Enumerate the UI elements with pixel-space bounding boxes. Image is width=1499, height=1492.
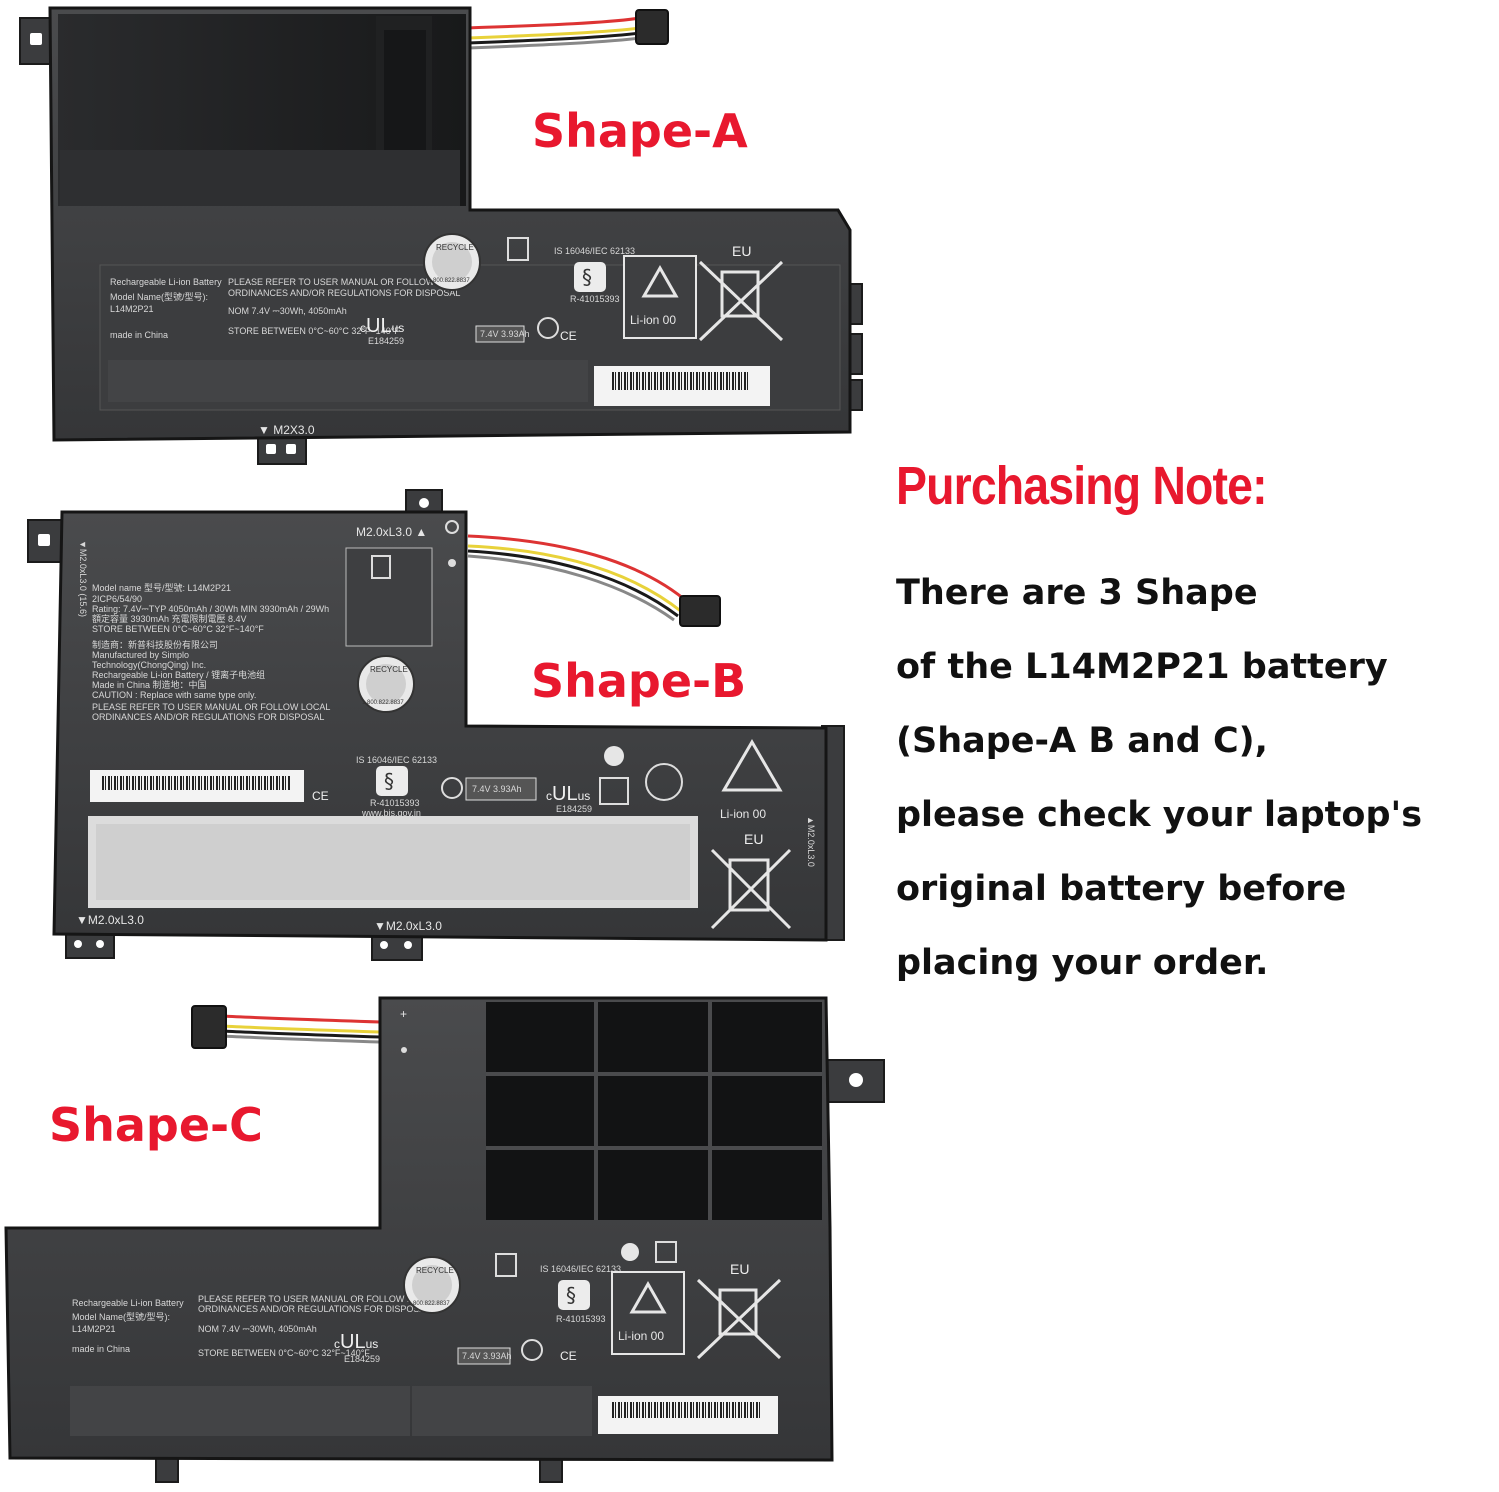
battery-b-refer-manual: PLEASE REFER TO USER MANUAL OR FOLLOW LO… bbox=[92, 702, 330, 712]
svg-text:1.800.822.8837: 1.800.822.8837 bbox=[408, 1301, 450, 1307]
battery-a-is-standard: IS 16046/IEC 62133 bbox=[554, 246, 635, 256]
battery-a-r-number: R-41015393 bbox=[570, 294, 620, 304]
svg-text:+: + bbox=[400, 1007, 407, 1021]
svg-text:RECYCLE: RECYCLE bbox=[370, 665, 408, 674]
battery-b-maker: Manufactured by Simplo bbox=[92, 650, 189, 660]
battery-shape-a: Rechargeable Li-ion Battery Model Name(型… bbox=[19, 6, 863, 465]
battery-b-voltage: 7.4V 3.93Ah bbox=[472, 784, 522, 794]
note-line: original battery before bbox=[896, 869, 1347, 909]
svg-text:Li-ion 00: Li-ion 00 bbox=[720, 807, 766, 821]
battery-c-ordinances: ORDINANCES AND/OR REGULATIONS FOR DISPOS… bbox=[198, 1304, 430, 1314]
svg-text:1.800.822.8837: 1.800.822.8837 bbox=[362, 700, 404, 706]
battery-b-caution: CAUTION : Replace with same type only. bbox=[92, 690, 256, 700]
battery-c-ul-number: E184259 bbox=[344, 1354, 380, 1364]
battery-c-is-standard: IS 16046/IEC 62133 bbox=[540, 1264, 621, 1274]
svg-text:EU: EU bbox=[730, 1261, 749, 1277]
battery-b-screw-right: ▲M2.0xL3.0 bbox=[806, 816, 816, 867]
battery-c-rechargeable: Rechargeable Li-ion Battery bbox=[72, 1298, 184, 1308]
battery-c-cell-grid bbox=[486, 1002, 822, 1220]
battery-c-ce-mark: CE bbox=[560, 1349, 577, 1363]
battery-b-bis-url: www.bis.gov.in bbox=[361, 808, 421, 818]
battery-a-recycle-seal: RECYCLE 1.800.822.8837 bbox=[423, 233, 481, 291]
battery-c-recycle-seal: RECYCLE 1.800.822.8837 bbox=[403, 1256, 461, 1314]
battery-b-rating: Rating: 7.4V⎓TYP 4050mAh / 30Wh MIN 3930… bbox=[92, 604, 329, 614]
battery-a-liion-mark: Li-ion 00 bbox=[623, 255, 697, 339]
note-line: (Shape-A B and C), bbox=[896, 721, 1268, 761]
svg-text:Li-ion 00: Li-ion 00 bbox=[630, 313, 676, 327]
battery-b-cable bbox=[467, 534, 721, 627]
battery-b-screw-left: ▼M2.0xL3.0 (15.6) bbox=[78, 540, 88, 617]
battery-b-screw-top: M2.0xL3.0 ▲ bbox=[356, 525, 427, 539]
battery-b-made: Made in China 制造地：中国 bbox=[92, 679, 207, 690]
battery-b-ul-mark: cULus bbox=[546, 783, 590, 805]
battery-a-cable bbox=[467, 9, 669, 50]
battery-a-ul-number: E184259 bbox=[368, 336, 404, 346]
battery-a-rechargeable: Rechargeable Li-ion Battery bbox=[110, 277, 222, 287]
battery-c-liion-mark: Li-ion 00 bbox=[611, 1271, 685, 1355]
battery-a-screw-label: ▼ M2X3.0 bbox=[258, 423, 315, 437]
battery-b-is-standard: IS 16046/IEC 62133 bbox=[356, 755, 437, 765]
svg-text:§: § bbox=[566, 1283, 576, 1307]
battery-c-voltage: 7.4V 3.93Ah bbox=[462, 1351, 512, 1361]
battery-a-ordinances: ORDINANCES AND/OR REGULATIONS FOR DISPOS… bbox=[228, 288, 460, 298]
svg-text:RECYCLE: RECYCLE bbox=[436, 243, 474, 252]
battery-shape-b: M2.0xL3.0 ▲ Model name 型号/型號: L14M2P21 2… bbox=[27, 489, 845, 961]
svg-text:Li-ion 00: Li-ion 00 bbox=[618, 1329, 664, 1343]
battery-c-ul-mark: cULus bbox=[334, 1331, 378, 1353]
shape-a-label: Shape-A bbox=[532, 104, 748, 158]
battery-c-cable bbox=[191, 1005, 381, 1049]
battery-b-model: Model name 型号/型號: L14M2P21 bbox=[92, 582, 231, 593]
battery-shape-c: + Rechargeable Li-ion Battery Model Name… bbox=[4, 996, 885, 1483]
battery-b-rechargeable: Rechargeable Li-ion Battery / 锂离子电池组 bbox=[92, 669, 265, 680]
battery-c-eu-bin-icon: EU bbox=[696, 1261, 782, 1360]
battery-a-model-number: L14M2P21 bbox=[110, 304, 154, 314]
purchasing-note-body: There are 3 Shape of the L14M2P21 batter… bbox=[896, 556, 1496, 1000]
svg-text:EU: EU bbox=[732, 243, 751, 259]
svg-text:§: § bbox=[384, 769, 394, 793]
battery-b-rated-capacity: 額定容量 3930mAh 充電限制電壓 8.4V bbox=[92, 613, 247, 624]
battery-c-r-number: R-41015393 bbox=[556, 1314, 606, 1324]
battery-a-nom: NOM 7.4V ⎓30Wh, 4050mAh bbox=[228, 306, 347, 316]
svg-text:RECYCLE: RECYCLE bbox=[416, 1266, 454, 1275]
battery-b-screw-bottom-left: ▼M2.0xL3.0 bbox=[76, 913, 144, 927]
shape-b-label: Shape-B bbox=[531, 654, 747, 708]
battery-c-model-name: Model Name(型號/型号): bbox=[72, 1311, 170, 1322]
battery-b-r-number: R-41015393 bbox=[370, 798, 420, 808]
battery-b-maker2: Technology(ChongQing) Inc. bbox=[92, 660, 206, 670]
battery-b-screw-bottom-mid: ▼M2.0xL3.0 bbox=[374, 919, 442, 933]
battery-a-store: STORE BETWEEN 0°C~60°C 32°F~140°F bbox=[228, 326, 400, 336]
battery-b-eu-bin-icon: EU bbox=[710, 831, 792, 930]
battery-b-recycle-seal: RECYCLE 1.800.822.8837 bbox=[357, 655, 415, 713]
battery-a-refer-manual: PLEASE REFER TO USER MANUAL OR FOLLOW LO… bbox=[228, 277, 466, 287]
battery-a-ul-mark: cULus bbox=[360, 315, 404, 337]
battery-a-model-name: Model Name(型號/型号): bbox=[110, 291, 208, 302]
battery-c-nom: NOM 7.4V ⎓30Wh, 4050mAh bbox=[198, 1324, 317, 1334]
svg-text:1.800.822.8837: 1.800.822.8837 bbox=[428, 278, 470, 284]
battery-a-eu-bin-icon: EU bbox=[698, 243, 784, 342]
battery-c-made-in: made in China bbox=[72, 1344, 130, 1354]
battery-c-model-number: L14M2P21 bbox=[72, 1324, 116, 1334]
battery-b-ce-mark: CE bbox=[312, 789, 329, 803]
note-line: of the L14M2P21 battery bbox=[896, 647, 1388, 687]
battery-b-ul-number: E184259 bbox=[556, 804, 592, 814]
battery-a-voltage: 7.4V 3.93Ah bbox=[480, 329, 530, 339]
shape-c-label: Shape-C bbox=[49, 1098, 263, 1152]
note-line: There are 3 Shape bbox=[896, 573, 1258, 613]
battery-b-maker-cn: 制造商：新普科技股份有限公司 bbox=[92, 639, 218, 650]
battery-c-store: STORE BETWEEN 0°C~60°C 32°F~140°F bbox=[198, 1348, 370, 1358]
battery-b-ordinances: ORDINANCES AND/OR REGULATIONS FOR DISPOS… bbox=[92, 712, 324, 722]
purchasing-note-title: Purchasing Note: bbox=[896, 456, 1268, 516]
note-line: please check your laptop's bbox=[896, 795, 1423, 835]
battery-b-store: STORE BETWEEN 0°C~60°C 32°F~140°F bbox=[92, 624, 264, 634]
note-line: placing your order. bbox=[896, 943, 1269, 983]
battery-b-cells: 2ICP6/54/90 bbox=[92, 594, 142, 604]
battery-a-ce-mark: CE bbox=[560, 329, 577, 343]
svg-text:EU: EU bbox=[744, 831, 763, 847]
svg-text:§: § bbox=[582, 265, 592, 289]
battery-a-made-in: made in China bbox=[110, 330, 168, 340]
battery-c-refer-manual: PLEASE REFER TO USER MANUAL OR FOLLOW LO… bbox=[198, 1294, 436, 1304]
battery-b-liion-mark: Li-ion 00 bbox=[720, 739, 783, 821]
